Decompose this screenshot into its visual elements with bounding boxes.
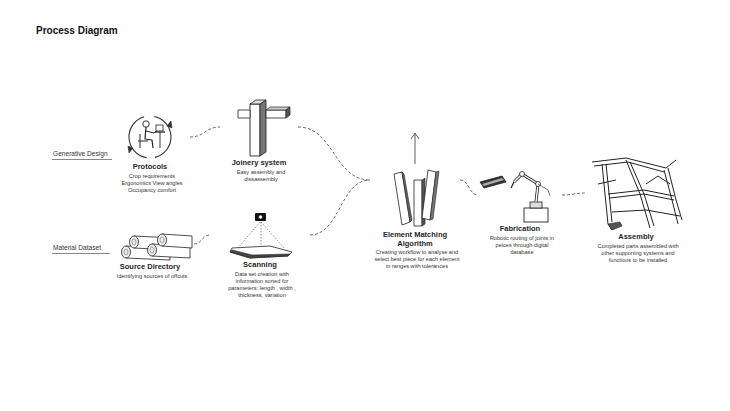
icon-stroke: [606, 164, 612, 222]
icon-stroke: [612, 210, 680, 216]
step-heading: Joinery system: [220, 159, 298, 168]
icon-stroke: [538, 184, 550, 196]
icon-stroke: [602, 164, 612, 230]
process-step: Element Matching AlgorithmCreating workf…: [370, 130, 460, 270]
icon-stroke: [598, 180, 616, 184]
icon-stroke: [511, 182, 514, 188]
step-illustration: [110, 112, 190, 162]
step-heading: Element Matching Algorithm: [370, 231, 460, 248]
icon-stroke: [266, 110, 286, 118]
icon-stroke: [411, 133, 419, 139]
icon-stroke: [261, 222, 284, 248]
dashed-connector: [298, 127, 370, 180]
step-description: Identifying sources of offcuts: [108, 273, 196, 280]
icon-stroke: [592, 158, 676, 168]
log-ring: [132, 239, 136, 245]
icon-stroke: [402, 172, 412, 222]
icon-stroke: [145, 127, 153, 148]
step-heading: Scanning: [210, 261, 310, 270]
step-illustration: [586, 154, 686, 232]
cycle-arc: [154, 116, 171, 157]
icon-stroke: [138, 141, 148, 142]
icon-stroke: [250, 100, 266, 104]
icon-stroke: [260, 100, 266, 156]
row-underline: [52, 253, 110, 254]
icon-stroke: [668, 168, 682, 220]
step-illustration: [220, 96, 298, 158]
process-step: AssemblyCompleted parts assembled with o…: [586, 154, 686, 264]
row-label: Generative Design: [52, 150, 109, 157]
log-ring: [160, 237, 164, 243]
step-illustration: [210, 210, 310, 260]
dashed-connector: [460, 180, 478, 195]
step-description: Crop requirements Ergonomics View angles…: [118, 173, 186, 194]
icon-stroke: [156, 125, 163, 131]
icon-stroke: [238, 110, 250, 118]
log-ring: [124, 249, 128, 255]
icon-stroke: [160, 132, 161, 148]
dashed-connector: [562, 193, 586, 195]
robot-base: [524, 208, 548, 222]
step-illustration: [106, 226, 194, 262]
icon-stroke: [482, 178, 504, 186]
icon-stroke: [520, 172, 525, 177]
process-step: ProtocolsCrop requirements Ergonomics Vi…: [110, 112, 190, 194]
step-illustration: [478, 166, 562, 224]
icon-stroke: [514, 174, 538, 202]
process-step: ScanningData set creation with informati…: [210, 210, 310, 299]
log-end: [122, 246, 131, 258]
log-end: [158, 234, 167, 246]
log-end: [130, 236, 139, 248]
row-label: Material Dataset: [52, 244, 102, 251]
step-illustration: [370, 130, 460, 230]
row-underline: [52, 159, 112, 160]
icon-stroke: [230, 250, 290, 258]
icon-stroke: [261, 222, 262, 246]
icon-stroke: [608, 222, 622, 230]
step-heading: Protocols: [110, 163, 190, 172]
step-heading: Fabrication: [478, 225, 562, 234]
icon-stroke: [238, 222, 260, 248]
step-description: Data set creation with information sorte…: [219, 271, 305, 299]
icon-stroke: [514, 174, 538, 202]
step-description: Completed parts assembled with other sup…: [594, 243, 682, 264]
dashed-connector: [190, 127, 220, 137]
icon-stroke: [250, 104, 260, 156]
camera: [255, 213, 266, 221]
icon-stroke: [167, 121, 172, 128]
dashed-connector: [194, 235, 210, 244]
process-step: FabricationRobotic routing of joints in …: [478, 166, 562, 256]
dashed-connector: [310, 180, 370, 235]
icon-stroke: [143, 121, 149, 127]
icon-stroke: [286, 107, 290, 118]
log-ring: [150, 247, 154, 253]
icon-stroke: [430, 171, 439, 220]
icon-stroke: [414, 180, 422, 226]
process-step: Source DirectoryIdentifying sources of o…: [106, 226, 194, 280]
icon-stroke: [480, 176, 506, 188]
step-heading: Source Directory: [106, 263, 194, 272]
step-description: Easy assembly and dissassembly: [226, 169, 296, 183]
icon-stroke: [415, 134, 416, 164]
icon-stroke: [610, 194, 674, 200]
log-end: [148, 244, 157, 256]
step-description: Robotic routing of joints in peices thro…: [485, 235, 559, 256]
robot-base: [530, 202, 542, 208]
icon-stroke: [128, 146, 133, 153]
diagram-title: Process Diagram: [36, 25, 118, 36]
icon-stroke: [608, 190, 674, 196]
step-heading: Assembly: [586, 233, 686, 242]
step-description: Creating workflow to analyse and select …: [371, 249, 463, 270]
icon-stroke: [259, 215, 263, 219]
icon-stroke: [230, 246, 292, 258]
process-step: Joinery systemEasy assembly and dissasse…: [220, 96, 298, 183]
icon-stroke: [646, 176, 670, 184]
